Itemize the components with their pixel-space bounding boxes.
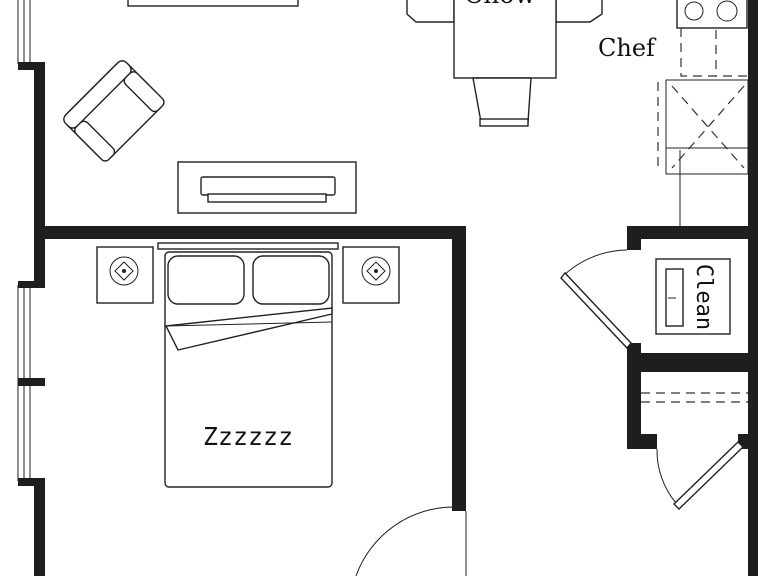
- pillow-right: [252, 255, 330, 305]
- wall-laundry-left-upper: [627, 226, 641, 250]
- wall-closet-divider: [627, 353, 758, 372]
- wall-closet-jamb-right: [738, 434, 758, 449]
- kitchen-label: Chef: [598, 34, 657, 62]
- nightstand-left: [96, 246, 154, 304]
- closet: [641, 392, 748, 510]
- kitchen: Chef: [598, 0, 749, 175]
- stove: [676, 0, 748, 29]
- tv-console: [127, 0, 299, 7]
- window-left-top: [16, 0, 46, 64]
- bedroom-door-swing: [355, 506, 456, 576]
- laundry: Clean: [560, 249, 731, 350]
- laundry-door: [560, 271, 632, 350]
- wall-right-exterior: [748, 0, 758, 576]
- armchair: [63, 60, 165, 162]
- bed: [164, 251, 333, 488]
- walls: [16, 0, 758, 576]
- bedroom: Zzzzzz: [96, 242, 467, 576]
- coffee-table: [177, 161, 357, 214]
- pillow-left: [167, 255, 245, 305]
- sink: [665, 79, 749, 175]
- closet-door: [673, 441, 744, 510]
- laundry-label: Clean: [691, 264, 716, 330]
- dining-label: Chow: [464, 0, 536, 9]
- wall-laundry-top: [627, 226, 758, 239]
- blanket-fold: [164, 307, 333, 351]
- wall-bedroom-right: [452, 226, 466, 511]
- headboard: [157, 242, 339, 250]
- bedroom-label: Zzzzzz: [203, 422, 293, 451]
- wall-bedroom-top: [34, 226, 466, 239]
- wall-closet-jamb-left: [627, 434, 657, 449]
- dining-table: Chow: [406, 0, 603, 127]
